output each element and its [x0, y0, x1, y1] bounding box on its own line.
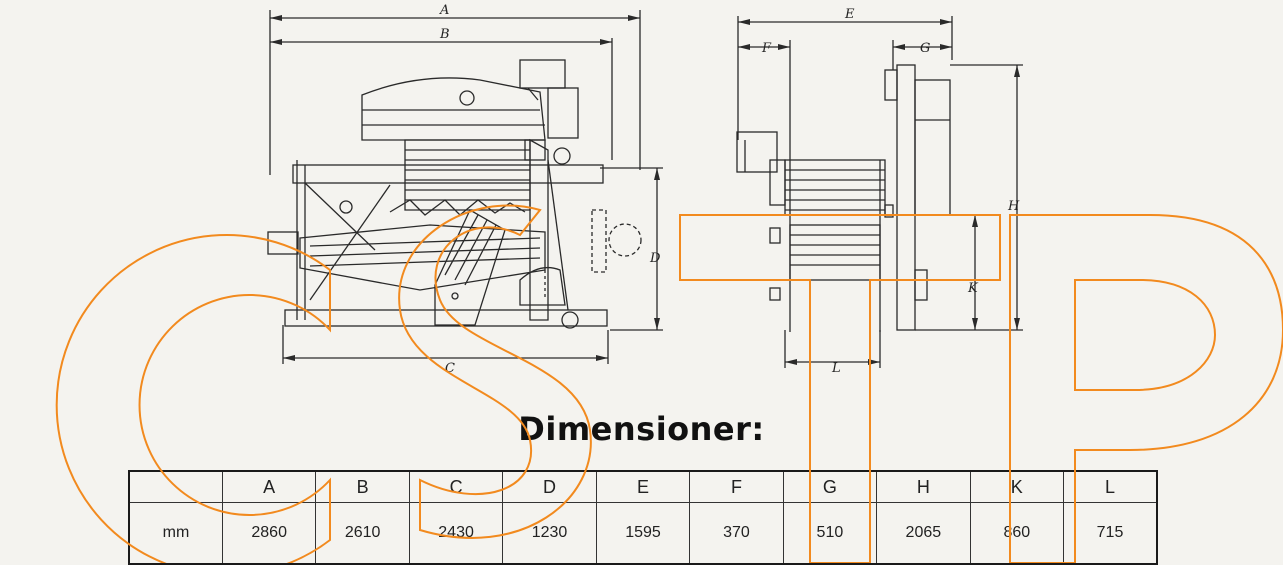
column-header: G	[782, 470, 878, 503]
page-title: Dimensioner:	[518, 410, 765, 448]
table-row: mm 2860 2610 2430 1230 1595 370 510 2065…	[128, 502, 1158, 565]
value-cell: 860	[969, 502, 1065, 565]
column-header: F	[689, 470, 784, 503]
label-g: G	[920, 41, 930, 56]
label-a: A	[439, 3, 449, 18]
dimensions-table: A B C D E F G H K L mm 2860 2610 2430 12…	[128, 470, 1158, 565]
value-cell: 2065	[876, 502, 971, 565]
column-header: H	[876, 470, 971, 503]
side-view-machine	[267, 59, 642, 329]
column-header: C	[408, 470, 504, 503]
label-l: L	[831, 361, 841, 376]
label-h: H	[1007, 199, 1020, 214]
value-cell: 1595	[595, 502, 691, 565]
column-header: B	[315, 470, 410, 503]
column-header: D	[502, 470, 597, 503]
value-cell: 2430	[408, 502, 504, 565]
label-b: B	[439, 27, 450, 42]
label-c: C	[445, 361, 455, 376]
header-unit-cell	[128, 470, 223, 503]
value-cell: 510	[782, 502, 878, 565]
value-cell: 2860	[221, 502, 317, 565]
value-cell: 370	[689, 502, 784, 565]
value-cell: 2610	[315, 502, 410, 565]
label-f: F	[761, 41, 772, 56]
label-k: K	[967, 281, 979, 296]
column-header: L	[1063, 470, 1158, 503]
value-cell: 1230	[502, 502, 597, 565]
column-header: A	[221, 470, 317, 503]
front-view-machine	[736, 64, 951, 332]
value-cell: 715	[1063, 502, 1158, 565]
label-e: E	[844, 7, 855, 22]
unit-cell: mm	[128, 502, 223, 565]
column-header: K	[969, 470, 1065, 503]
column-header: E	[595, 470, 691, 503]
label-d: D	[649, 251, 661, 266]
table-header-row: A B C D E F G H K L	[128, 470, 1158, 503]
